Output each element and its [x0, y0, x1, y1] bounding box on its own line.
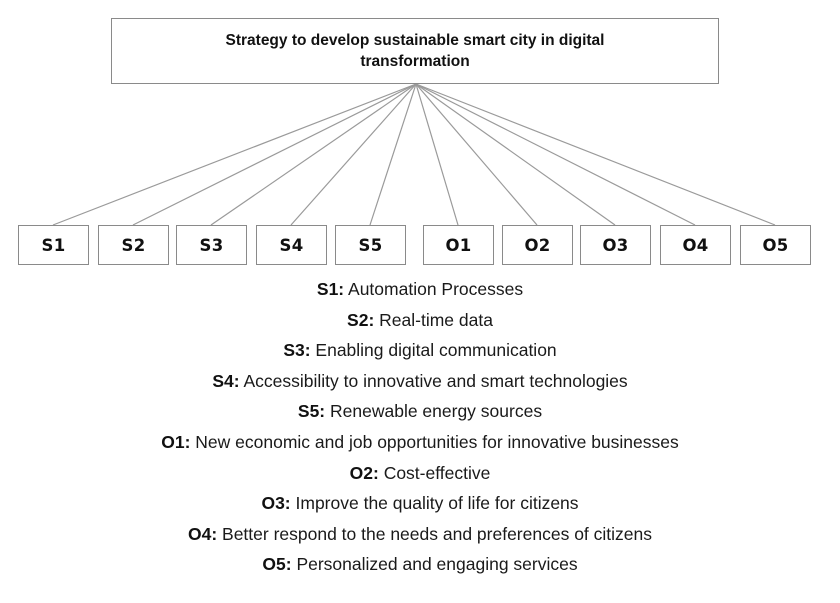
node-label-o4: O4	[682, 235, 709, 255]
legend-item-o1: O1: New economic and job opportunities f…	[0, 427, 840, 458]
node-box-s3: S3	[176, 225, 247, 265]
legend-item-o4: O4: Better respond to the needs and pref…	[0, 519, 840, 550]
legend-item-o5: O5: Personalized and engaging services	[0, 549, 840, 580]
node-box-o5: O5	[740, 225, 811, 265]
node-label-s2: S2	[121, 235, 146, 255]
legend-code-o5: O5:	[262, 554, 292, 575]
legend-item-o3: O3: Improve the quality of life for citi…	[0, 488, 840, 519]
legend-code-s4: S4:	[212, 370, 240, 391]
legend-text-s5: Renewable energy sources	[325, 401, 543, 422]
node-label-o2: O2	[524, 235, 551, 255]
legend-text-o1: New economic and job opportunities for i…	[190, 431, 679, 452]
legend-code-s3: S3:	[283, 340, 311, 361]
legend-code-o2: O2:	[349, 462, 379, 483]
node-box-o3: O3	[580, 225, 651, 265]
node-label-s3: S3	[199, 235, 224, 255]
node-box-s4: S4	[256, 225, 327, 265]
legend-text-o2: Cost-effective	[378, 462, 491, 483]
legend-text-o4: Better respond to the needs and preferen…	[217, 523, 653, 544]
legend-code-s1: S1:	[316, 279, 345, 299]
legend-code-s2: S2:	[347, 309, 375, 330]
connector-line-o4	[415, 83, 696, 226]
connector-line-o3	[415, 83, 616, 226]
node-box-s1: S1	[18, 225, 89, 265]
node-box-o2: O2	[502, 225, 573, 265]
node-box-s2: S2	[98, 225, 169, 265]
legend-text-o3: Improve the quality of life for citizens	[290, 493, 579, 514]
legend-code-o3: O3:	[261, 493, 291, 514]
node-box-o4: O4	[660, 225, 731, 265]
root-strategy-box: Strategy to develop sustainable smart ci…	[111, 18, 719, 84]
node-label-o5: O5	[762, 235, 789, 255]
connector-line-o5	[415, 83, 776, 226]
legend-code-o1: O1:	[161, 431, 191, 452]
legend-text-o5: Personalized and engaging services	[291, 554, 578, 575]
root-strategy-title: Strategy to develop sustainable smart ci…	[225, 32, 605, 70]
node-label-o1: O1	[445, 235, 472, 255]
legend-item-o2: O2: Cost-effective	[0, 458, 840, 489]
node-label-o3: O3	[602, 235, 629, 255]
legend-item-s5: S5: Renewable energy sources	[0, 396, 840, 427]
legend-code-s5: S5:	[297, 401, 326, 422]
node-label-s4: S4	[279, 235, 304, 255]
legend-text-s3: Enabling digital communication	[310, 340, 557, 361]
legend-item-s1: S1: Automation Processes	[0, 274, 840, 305]
legend-item-s4: S4: Accessibility to innovative and smar…	[0, 366, 840, 397]
legend-item-s2: S2: Real-time data	[0, 305, 840, 336]
connector-line-s5	[369, 83, 417, 226]
connector-line-o2	[415, 83, 538, 226]
legend-text-s2: Real-time data	[374, 309, 493, 330]
legend-text-s1: Automation Processes	[344, 279, 524, 299]
legend-list: S1: Automation Processes S2: Real-time d…	[0, 274, 840, 580]
legend-code-o4: O4:	[187, 523, 218, 544]
node-label-s5: S5	[358, 235, 383, 255]
legend-item-s3: S3: Enabling digital communication	[0, 335, 840, 366]
connector-line-o1	[415, 83, 459, 226]
node-box-s5: S5	[335, 225, 406, 265]
connector-line-s3	[210, 83, 417, 226]
connector-line-s2	[132, 83, 417, 226]
legend-text-s4: Accessibility to innovative and smart te…	[239, 370, 628, 391]
node-box-o1: O1	[423, 225, 494, 265]
node-label-s1: S1	[41, 235, 66, 255]
connector-line-s4	[290, 83, 417, 226]
connector-line-s1	[52, 83, 417, 226]
